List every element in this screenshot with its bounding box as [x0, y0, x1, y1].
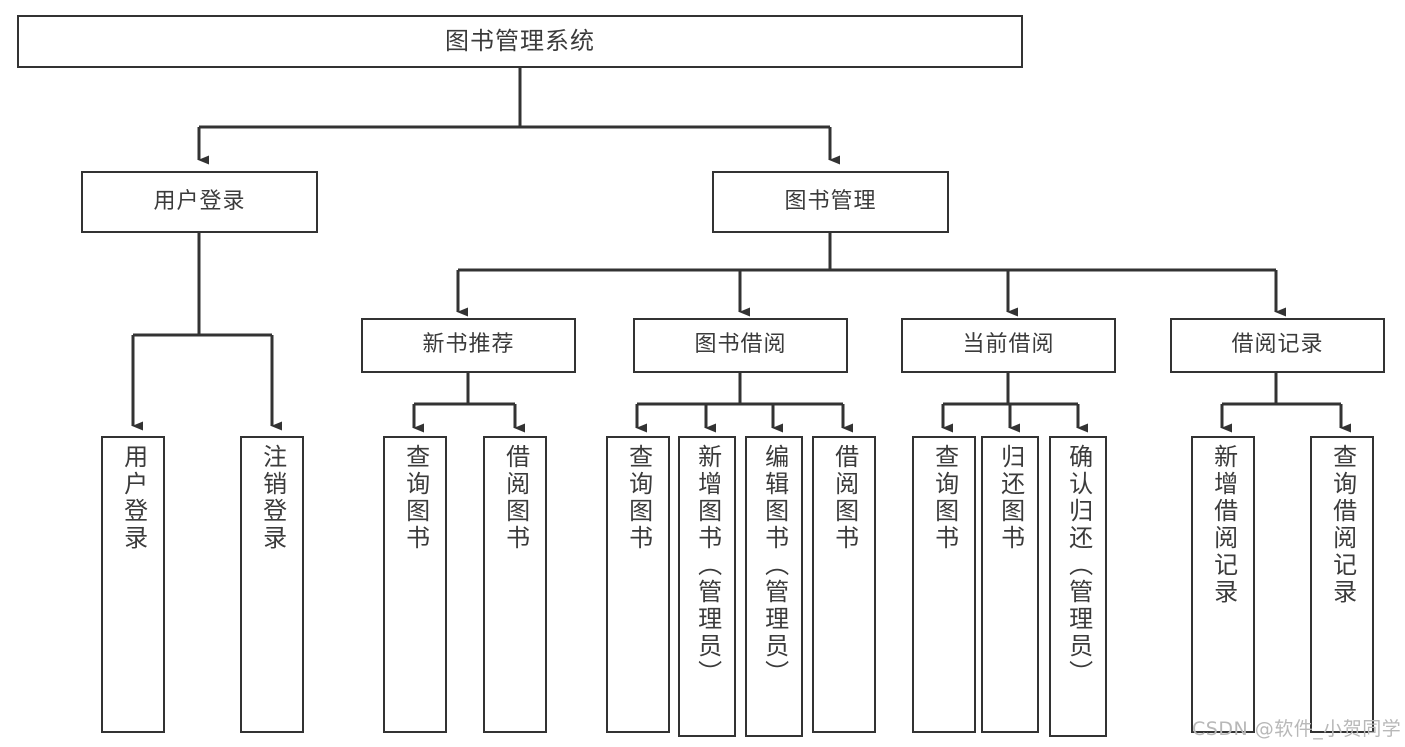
watermark-text: CSDN @软件_小贺同学: [1192, 718, 1402, 740]
node-label: 用户登录: [119, 444, 148, 552]
node-label: 新增借阅记录: [1209, 444, 1238, 606]
node-root-book-management-system[interactable]: 图书管理系统: [17, 15, 1023, 68]
node-leaf-add-book-admin[interactable]: 新增图书（管理员）: [678, 436, 736, 737]
node-leaf-add-borrow-record[interactable]: 新增借阅记录: [1191, 436, 1255, 733]
node-new-book-recommend[interactable]: 新书推荐: [361, 318, 576, 373]
node-label: 确认归还（管理员）: [1064, 444, 1093, 687]
node-label: 查询图书: [930, 444, 959, 552]
node-label: 查询图书: [624, 444, 653, 552]
node-leaf-borrow-book-borrow[interactable]: 借阅图书: [812, 436, 876, 733]
node-current-borrow[interactable]: 当前借阅: [901, 318, 1116, 373]
node-label: 注销登录: [258, 444, 287, 552]
node-book-management[interactable]: 图书管理: [712, 171, 949, 233]
node-label: 新增图书（管理员）: [693, 444, 722, 687]
node-leaf-borrow-book-recommend[interactable]: 借阅图书: [483, 436, 547, 733]
node-label: 借阅图书: [501, 444, 530, 552]
node-leaf-confirm-return-admin[interactable]: 确认归还（管理员）: [1049, 436, 1107, 737]
node-label: 借阅图书: [830, 444, 859, 552]
node-label: 图书管理: [784, 188, 877, 214]
node-leaf-user-login[interactable]: 用户登录: [101, 436, 165, 733]
node-user-login[interactable]: 用户登录: [81, 171, 318, 233]
node-label: 图书借阅: [694, 332, 787, 358]
node-label: 借阅记录: [1231, 332, 1324, 358]
node-leaf-query-book-borrow[interactable]: 查询图书: [606, 436, 670, 733]
node-label: 编辑图书（管理员）: [760, 444, 789, 687]
node-label: 新书推荐: [422, 332, 515, 358]
node-leaf-logout-login[interactable]: 注销登录: [240, 436, 304, 733]
node-label: 用户登录: [153, 188, 246, 214]
node-leaf-query-borrow-record[interactable]: 查询借阅记录: [1310, 436, 1374, 733]
node-book-borrow[interactable]: 图书借阅: [633, 318, 848, 373]
node-leaf-edit-book-admin[interactable]: 编辑图书（管理员）: [745, 436, 803, 737]
node-leaf-query-book-recommend[interactable]: 查询图书: [383, 436, 447, 733]
node-borrow-record[interactable]: 借阅记录: [1170, 318, 1385, 373]
node-label: 查询借阅记录: [1328, 444, 1357, 606]
node-leaf-return-book[interactable]: 归还图书: [981, 436, 1039, 733]
node-label: 图书管理系统: [445, 27, 595, 56]
node-leaf-query-book-current[interactable]: 查询图书: [912, 436, 976, 733]
node-label: 当前借阅: [962, 332, 1055, 358]
node-label: 归还图书: [996, 444, 1025, 552]
node-label: 查询图书: [401, 444, 430, 552]
